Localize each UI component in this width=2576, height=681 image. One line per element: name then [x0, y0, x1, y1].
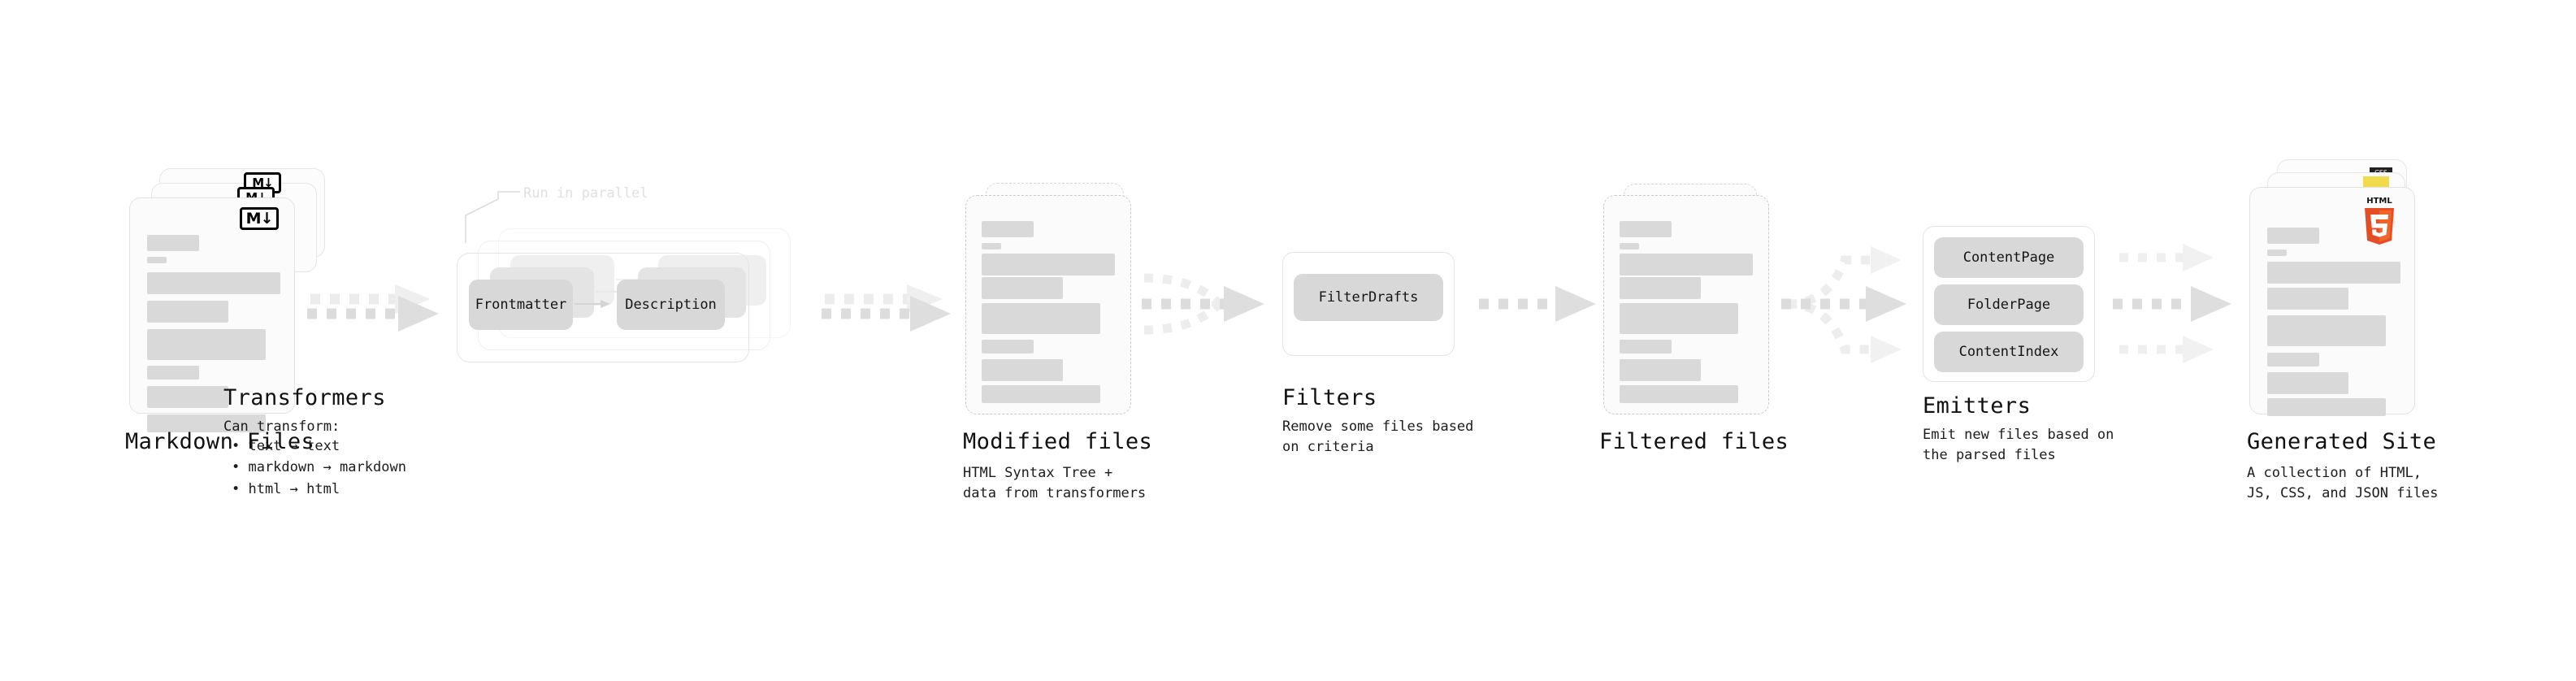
filter-node-filterdrafts[interactable]: FilterDrafts	[1294, 274, 1443, 321]
doc-bar	[2267, 228, 2319, 244]
doc-bar	[147, 235, 199, 251]
doc-bar	[982, 385, 1100, 403]
doc-bar	[147, 329, 266, 360]
stage-title-markdown-files: Markdown Files	[125, 429, 315, 454]
doc-bar	[147, 414, 266, 432]
transformers-description: Can transform:	[223, 419, 340, 435]
doc-bar	[2267, 288, 2348, 310]
filters-description: Remove some files based on criteria	[1282, 419, 1474, 455]
doc-bar	[147, 257, 167, 263]
emitter-node-contentindex[interactable]: ContentIndex	[1934, 332, 2084, 372]
doc-bar	[2267, 315, 2386, 346]
transformer-node-frontmatter[interactable]: Frontmatter	[469, 280, 573, 330]
emitter-node-label: ContentPage	[1962, 249, 2055, 266]
emitter-node-folderpage[interactable]: FolderPage	[1934, 284, 2084, 325]
doc-bar	[2267, 398, 2386, 416]
doc-bar	[1620, 359, 1701, 381]
doc-bar	[1620, 277, 1701, 299]
stage-title-transformers: Transformers	[223, 385, 386, 410]
transformers-bullet-3: • html → html	[232, 481, 340, 497]
emitter-node-contentpage[interactable]: ContentPage	[1934, 237, 2084, 278]
doc-bar	[982, 254, 1115, 275]
doc-bar	[2267, 353, 2319, 367]
svg-text:HTML: HTML	[2366, 197, 2392, 206]
stage-title-generated-site: Generated Site	[2247, 429, 2437, 454]
doc-bar	[147, 301, 228, 323]
doc-bar	[982, 277, 1063, 299]
markdown-badge: M↓	[240, 207, 279, 230]
transformer-group-1	[457, 253, 749, 362]
transformers-bullet-1: • text → text	[232, 438, 340, 454]
doc-bar	[982, 303, 1100, 334]
transformer-node-label: Description	[625, 297, 717, 313]
generated-site-description: A collection of HTML, JS, CSS, and JSON …	[2247, 465, 2439, 501]
transformer-node-description[interactable]: Description	[617, 280, 725, 330]
emitter-node-label: ContentIndex	[1958, 344, 2059, 360]
doc-bar	[1620, 221, 1672, 237]
doc-bar	[2267, 249, 2287, 256]
doc-bar	[2267, 372, 2348, 394]
doc-bar	[982, 243, 1001, 249]
html5-badge: HTML	[2365, 197, 2394, 245]
filter-node-label: FilterDrafts	[1318, 289, 1419, 306]
run-in-parallel-label: Run in parallel	[523, 185, 648, 202]
transformer-node-label: Frontmatter	[475, 297, 567, 313]
modified-files-description: HTML Syntax Tree + data from transformer…	[963, 465, 1147, 501]
stage-title-modified-files: Modified files	[963, 429, 1153, 454]
emitter-node-label: FolderPage	[1967, 297, 2051, 313]
doc-bar	[147, 272, 280, 294]
doc-bar	[1620, 303, 1738, 334]
doc-bar	[1620, 385, 1738, 403]
doc-bar	[1620, 254, 1753, 275]
doc-bar	[2267, 262, 2400, 284]
doc-bar	[147, 386, 228, 408]
doc-bar	[982, 340, 1034, 354]
stage-title-emitters: Emitters	[1923, 393, 2032, 419]
doc-bar	[982, 359, 1063, 381]
emitters-description: Emit new files based on the parsed files	[1923, 427, 2114, 463]
stage-title-filters: Filters	[1282, 385, 1377, 410]
transformers-bullet-2: • markdown → markdown	[232, 459, 406, 475]
doc-bar	[982, 221, 1034, 237]
doc-bar	[1620, 340, 1672, 354]
doc-bar	[147, 366, 199, 380]
stage-title-filtered-files: Filtered files	[1599, 429, 1789, 454]
doc-bar	[1620, 243, 1639, 249]
